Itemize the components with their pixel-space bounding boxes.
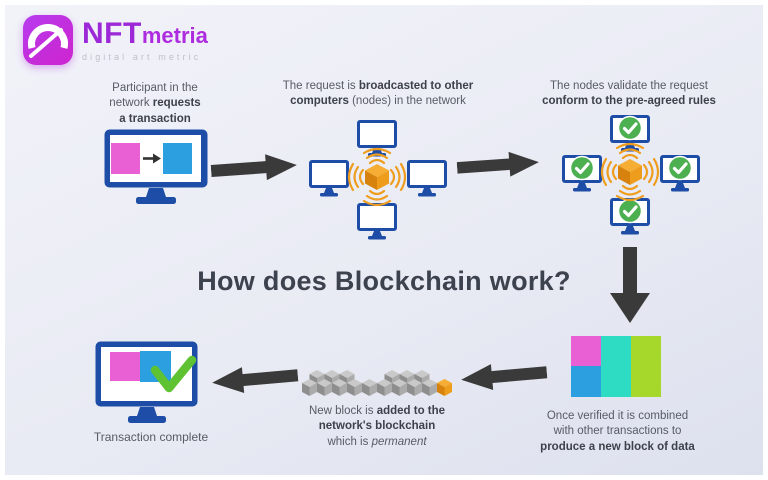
step-combine-line3: produce a new block of data — [540, 440, 695, 453]
gauge-icon — [23, 15, 73, 65]
arrow-down-icon — [610, 247, 650, 323]
new-block-cube-icon — [437, 379, 452, 396]
arrow-left-icon — [212, 367, 299, 393]
step-append-text: New block is added to the network's bloc… — [277, 404, 477, 450]
step-validate-text: The nodes validate the request conform t… — [513, 79, 745, 110]
step-combine-text: Once verified it is combined with other … — [510, 409, 725, 455]
step-request-line2b: requests — [152, 97, 201, 110]
step-append-line1b: added to the — [376, 405, 446, 417]
step-combine-line2: with other transactions to — [553, 425, 682, 438]
blockchain-cubes-icon — [302, 370, 452, 396]
step-request-line3: a transaction — [119, 112, 191, 125]
block-cube-icon — [347, 147, 407, 207]
step-broadcast-line1b: broadcasted to other — [358, 80, 474, 92]
block-cube-icon — [600, 142, 660, 202]
step-request-text: Participant in the network requests a tr… — [85, 81, 225, 127]
network-validated-icon — [555, 108, 705, 238]
network-broadcast-icon — [309, 120, 447, 240]
step-broadcast-text: The request is broadcasted to other comp… — [263, 79, 493, 110]
step-append-line2: network's blockchain — [318, 420, 436, 433]
main-title: How does Blockchain work? — [197, 266, 571, 296]
step-validate-line1: The nodes validate the request — [550, 80, 708, 92]
brand-tagline: digital art metric — [82, 52, 202, 62]
checkmark-icon — [150, 355, 197, 393]
step-append-line1a: New block is — [308, 405, 377, 417]
brand-name-primary: NFT — [82, 17, 142, 50]
step-broadcast-line2b: (nodes) in the network — [348, 95, 466, 108]
arrow-right-icon — [456, 151, 539, 177]
arrow-right-icon — [210, 154, 297, 181]
step-broadcast-line1a: The request is — [282, 80, 359, 92]
step-request-line1: Participant in the — [112, 82, 198, 94]
arrow-left-icon — [461, 364, 548, 390]
step-append-line3a: which is — [327, 435, 372, 448]
step-validate-line2: conform to the pre-agreed rules — [542, 95, 716, 108]
step-append-line3b: permanent — [371, 435, 427, 448]
monitor-transaction-icon — [104, 129, 208, 204]
step-complete-label: Transaction complete — [93, 430, 209, 444]
step-combine-line1: Once verified it is combined — [546, 410, 689, 422]
step-broadcast-line2a: computers — [290, 95, 349, 108]
data-block-icon — [571, 336, 661, 397]
brand-name-secondary: metria — [141, 23, 208, 48]
step-request-line2a: network — [109, 97, 153, 110]
monitor-checkmark-icon — [95, 341, 198, 423]
